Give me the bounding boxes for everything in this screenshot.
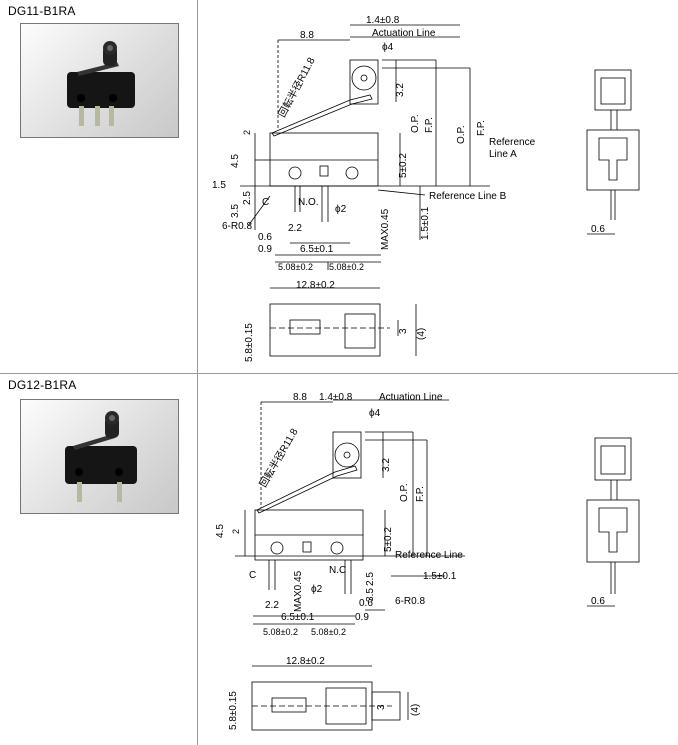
dim-3-2: 3.2: [381, 458, 392, 472]
model-label-dg11: DG11-B1RA: [8, 4, 76, 18]
dim-fp: F.P.: [424, 117, 435, 133]
dim-5-tol: 5±0.2: [398, 153, 409, 178]
dim-5-8: 5.8±0.15: [244, 323, 255, 362]
reference-line: Reference Line: [395, 550, 463, 561]
front-view-dg11: 8.8 1.4±0.8 Actuation Line ϕ4 回転半径R11.8 …: [212, 15, 536, 272]
dim-8-8: 8.8: [300, 30, 314, 41]
dim-3: 3: [376, 704, 387, 710]
dim-r0-8: 6-R0.8: [395, 596, 425, 607]
row-divider: [0, 373, 678, 374]
bottom-view-dg11: 12.8±0.2 5.8±0.15 3 (4): [244, 280, 427, 362]
dim-arc-radius: 回転半径R11.8: [275, 55, 318, 120]
dim-4-5: 4.5: [215, 524, 226, 538]
dim-3-2: 3.2: [395, 83, 406, 97]
dim-8-8: 8.8: [293, 392, 307, 403]
dim-4: (4): [410, 704, 421, 716]
terminal-no: N.O.: [298, 197, 319, 208]
dim-max0-45: MAX0.45: [380, 208, 391, 250]
side-view-dg11: 0.6: [586, 69, 640, 235]
dim-arc-radius: 回転半径R11.8: [256, 426, 300, 490]
dim-5-08-a: 5.08±0.2: [278, 262, 313, 272]
actuation-line-label: Actuation Line: [372, 28, 436, 39]
dim-5-08-a: 5.08±0.2: [263, 627, 298, 637]
dim-5-tol: 5±0.2: [383, 527, 394, 552]
dim-op-a: O.P.: [456, 125, 467, 144]
dim-6-5: 6.5±0.1: [281, 612, 315, 623]
actuation-line-label: Actuation Line: [379, 392, 443, 403]
switch-photo-dg11: [67, 41, 135, 126]
dim-0-9: 0.9: [355, 612, 369, 623]
dim-op: O.P.: [410, 114, 421, 133]
dim-2-5: 2.5: [365, 572, 376, 586]
dim-5-08-b: 5.08±0.2: [311, 627, 346, 637]
dim-3-5: 3.5: [365, 588, 376, 602]
dim-actuation-tol: 1.4±0.8: [366, 15, 400, 26]
model-label-dg12: DG12-B1RA: [8, 378, 77, 392]
dim-phi4: ϕ4: [369, 408, 381, 419]
dim-phi2: ϕ2: [335, 204, 347, 215]
dim-phi4: ϕ4: [382, 42, 394, 53]
dim-fp: F.P.: [415, 486, 426, 502]
dim-2-5: 2.5: [242, 191, 253, 205]
terminal-nc: N.C: [329, 565, 346, 576]
dim-12-8: 12.8±0.2: [296, 280, 335, 291]
dim-3: 3: [398, 328, 409, 334]
reference-line-a-1: Reference: [489, 137, 536, 148]
dim-1-5-tol: 1.5±0.1: [423, 571, 457, 582]
dim-phi2: ϕ2: [311, 584, 323, 595]
reference-line-b: Reference Line B: [429, 191, 507, 202]
front-view-dg12: 8.8 1.4±0.8 Actuation Line ϕ4 回転半径R11.8 …: [215, 392, 465, 637]
dim-5-08-b: 5.08±0.2: [329, 262, 364, 272]
dim-5-8: 5.8±0.15: [228, 691, 239, 730]
column-divider: [197, 0, 198, 745]
reference-line-a-2: Line A: [489, 149, 517, 160]
dim-r0-8: 6-R0.8: [222, 221, 252, 232]
dim-0-6: 0.6: [258, 232, 272, 243]
product-photo-dg11: [20, 23, 179, 138]
dim-actuation-tol: 1.4±0.8: [319, 392, 353, 403]
side-dim-0-6: 0.6: [591, 596, 605, 607]
dim-4-5: 4.5: [230, 154, 241, 168]
dim-0-6: 0.6: [359, 598, 373, 609]
dim-tol-2: 2: [231, 529, 241, 534]
dim-4: (4): [416, 328, 427, 340]
terminal-c: C: [262, 197, 269, 208]
dim-tol-2: 2: [242, 130, 252, 135]
switch-photo-dg12: [65, 411, 137, 502]
dim-2-2: 2.2: [288, 223, 302, 234]
dim-3-5: 3.5: [230, 204, 241, 218]
dim-fp-a: F.P.: [476, 120, 487, 136]
side-dim-0-6: 0.6: [591, 224, 605, 235]
dim-6-5: 6.5±0.1: [300, 244, 334, 255]
dim-0-9: 0.9: [258, 244, 272, 255]
dim-12-8: 12.8±0.2: [286, 656, 325, 667]
side-view-dg12: 0.6: [586, 437, 640, 607]
terminal-c: C: [249, 570, 256, 581]
dim-1-5: 1.5: [212, 180, 226, 191]
bottom-view-dg12: 12.8±0.2 5.8±0.15 3 (4): [228, 656, 421, 731]
dim-1-5-tol: 1.5±0.1: [420, 206, 431, 240]
dim-2-2: 2.2: [265, 600, 279, 611]
dim-op: O.P.: [399, 483, 410, 502]
dim-max0-45: MAX0.45: [293, 570, 304, 612]
product-photo-dg12: [20, 399, 179, 514]
